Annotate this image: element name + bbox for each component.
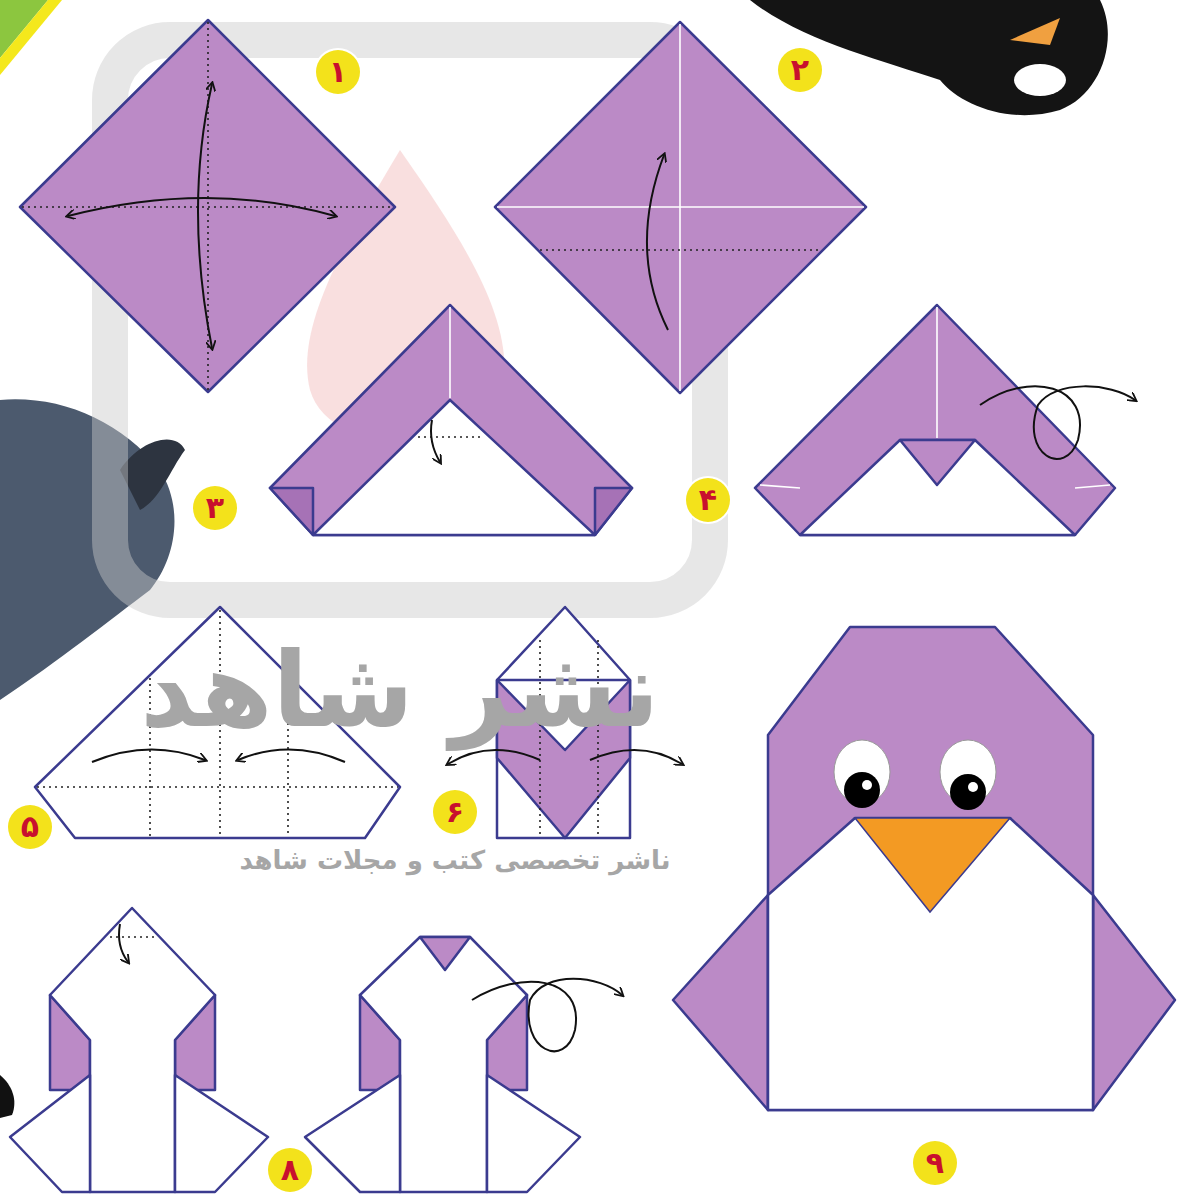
step-badge: ۳ (193, 486, 237, 530)
step-badge: ۶ (433, 790, 477, 834)
step-number: ۹ (926, 1148, 944, 1178)
step-badge: ۹ (913, 1141, 957, 1185)
photo-edge (0, 1075, 14, 1118)
watermark-subtitle: ناشر تخصصی کتب و مجلات شاهد (239, 845, 670, 875)
step-number: ۶ (446, 797, 464, 827)
penguin-eye (1014, 64, 1066, 96)
step-badge: ۵ (8, 805, 52, 849)
paper-square (20, 20, 395, 392)
penguin-beak (1010, 18, 1060, 45)
step-badge: ۸ (268, 1148, 312, 1192)
step-badge: ۱ (316, 50, 360, 94)
watermark-title: نشر شاهد (140, 629, 659, 751)
bird-foot (120, 440, 185, 510)
step-number: ۵ (21, 812, 39, 842)
step-number: ۳ (206, 493, 224, 523)
corner-decoration (0, 0, 62, 75)
penguin-photo (750, 0, 1108, 115)
step-badge: ۲ (778, 48, 822, 92)
step-number: ۱ (329, 57, 347, 87)
step-number: ۴ (699, 485, 717, 515)
step-number: ۲ (791, 55, 809, 85)
step-badge: ۴ (686, 478, 730, 522)
step-number: ۸ (281, 1155, 299, 1185)
